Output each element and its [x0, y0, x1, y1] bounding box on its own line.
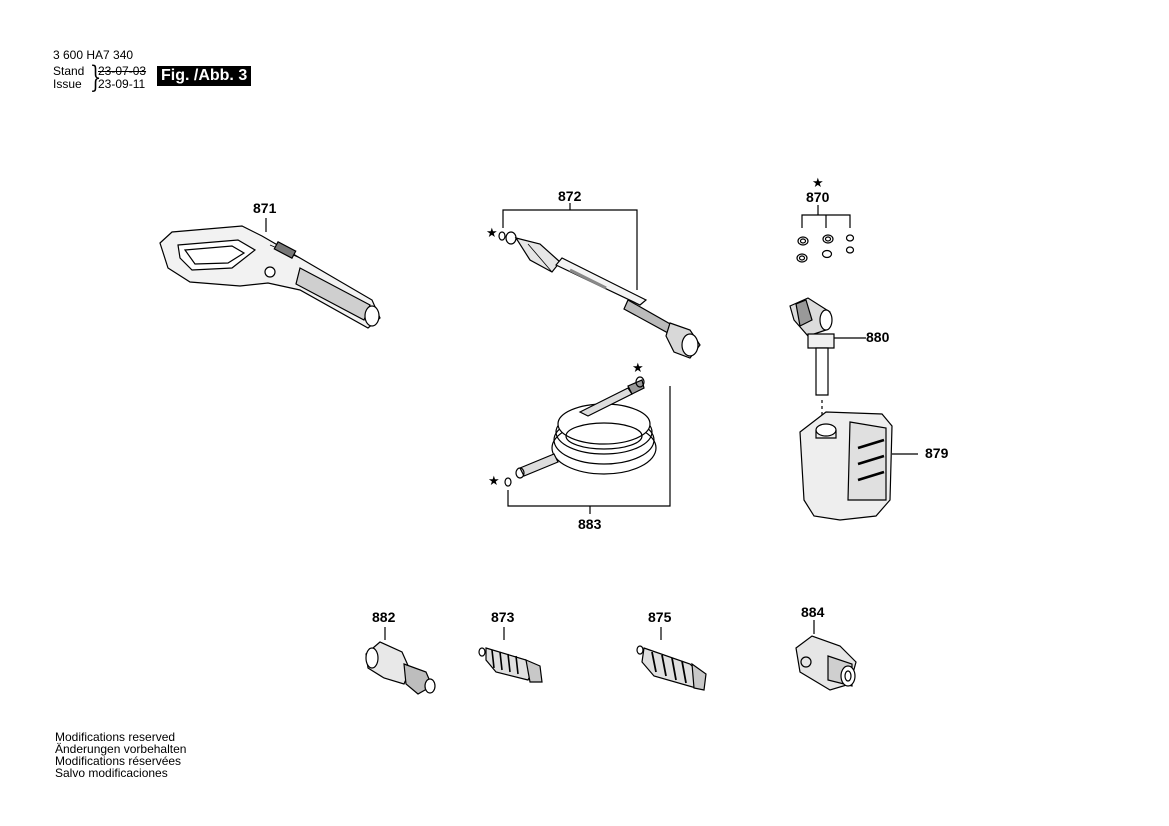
footer-line: Modifications réservées	[55, 754, 182, 768]
label-882: 882	[372, 609, 396, 625]
footer-line: Änderungen vorbehalten	[55, 742, 187, 756]
label-872: 872	[558, 188, 582, 204]
high-pressure-hose-part	[504, 376, 671, 514]
part-number: 3 600 HA7 340	[53, 48, 134, 62]
label-873: 873	[491, 609, 515, 625]
label-879: 879	[925, 445, 949, 461]
figure-label: Fig. /Abb. 3	[157, 66, 252, 86]
seal-set-part	[796, 205, 855, 263]
label-884: 884	[801, 604, 825, 620]
label-870: 870	[806, 189, 830, 205]
footer-line: Modifications reserved	[55, 730, 176, 744]
brace-symbol: }	[89, 60, 102, 95]
footer-line: Salvo modificaciones	[55, 766, 168, 780]
detergent-suction-part	[789, 297, 866, 420]
adapter-part	[365, 627, 436, 695]
star-icon: ★	[486, 226, 498, 241]
label-871: 871	[253, 200, 277, 216]
spray-lance-part	[498, 203, 701, 359]
detergent-tank-part	[799, 411, 918, 521]
turbo-nozzle-part	[636, 627, 707, 691]
quick-connector-part	[795, 620, 857, 691]
issue-date: 23-09-11	[98, 77, 146, 91]
label-880: 880	[866, 329, 890, 345]
issue-label: Issue	[53, 77, 82, 91]
label-883: 883	[578, 516, 602, 532]
stand-label: Stand	[53, 64, 85, 78]
trigger-gun-part	[159, 218, 381, 329]
label-875: 875	[648, 609, 672, 625]
star-icon: ★	[812, 176, 824, 191]
footer-notes: Modifications reserved Änderungen vorbeh…	[55, 731, 186, 779]
star-icon: ★	[632, 361, 644, 376]
stand-date: 23-07-03	[98, 64, 147, 78]
star-icon: ★	[488, 474, 500, 489]
rotary-nozzle-part	[478, 627, 543, 683]
